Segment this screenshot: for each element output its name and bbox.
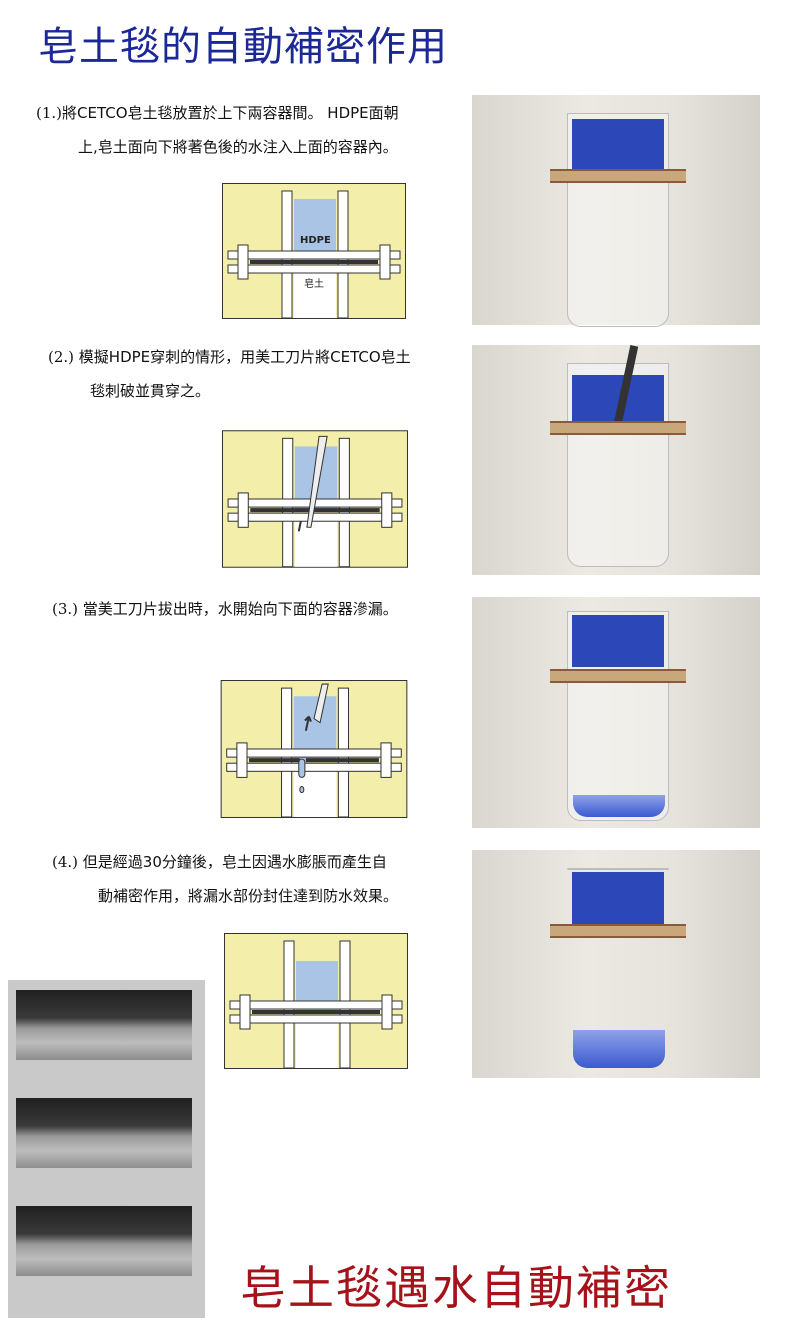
photo-step-3 [472, 597, 760, 828]
flange [550, 169, 686, 183]
container-walls [227, 190, 401, 319]
arrow-up-icon [304, 715, 312, 731]
step-number: (2.) [48, 348, 75, 366]
flange [550, 669, 686, 683]
diagram-step-2 [222, 430, 408, 568]
container-walls [229, 940, 403, 1069]
flange [550, 421, 686, 435]
diagram-step-3 [220, 680, 408, 818]
dyed-water [572, 872, 664, 924]
step-line: 毯刺破並貫穿之。 [90, 382, 211, 400]
bentonite-sample-photos [8, 980, 205, 1318]
step-number: (3.) [52, 600, 79, 618]
bentonite-label: 皂土 [304, 277, 324, 290]
photo-step-2 [472, 345, 760, 575]
dyed-water [572, 119, 664, 169]
bentonite-mat [305, 758, 379, 763]
lower-container [294, 265, 336, 318]
flange [550, 924, 686, 938]
photo-step-4 [472, 850, 760, 1078]
bottom-title: 皂土毯遇水自動補密 [240, 1261, 672, 1315]
glass-jar [567, 868, 669, 870]
sample-photo-2 [16, 1098, 192, 1168]
step-2-text: (2.) 模擬HDPE穿刺的情形，用美工刀片將CETCO皂土 毯刺破並貫穿之。 [48, 340, 411, 408]
diagram-step-4 [224, 933, 408, 1069]
step-4-text: (4.) 但是經過30分鐘後，皂土因遇水膨脹而產生自 動補密作用，將漏水部份封住… [52, 845, 398, 913]
step-line: 動補密作用，將漏水部份封住達到防水效果。 [98, 887, 399, 905]
bentonite-mat-sealed [252, 1010, 380, 1014]
leaked-water [573, 795, 665, 817]
sample-photo-3 [16, 1206, 192, 1276]
utility-blade [313, 683, 329, 724]
page-title: 皂土毯的自動補密作用 [38, 24, 448, 70]
leaked-water [573, 1030, 665, 1068]
step-line: 上,皂土面向下將著色後的水注入上面的容器內。 [78, 138, 398, 156]
diagram-step-1: HDPE 皂土 [222, 183, 406, 319]
leak-stream [298, 758, 306, 778]
step-1-text: (1.)將CETCO皂土毯放置於上下兩容器間。 HDPE面朝 上,皂土面向下將著… [36, 96, 399, 164]
step-line: 模擬HDPE穿刺的情形，用美工刀片將CETCO皂土 [78, 348, 411, 366]
step-number: (4.) [52, 853, 79, 871]
step-3-text: (3.) 當美工刀片拔出時，水開始向下面的容器滲漏。 [52, 592, 398, 626]
dyed-water [572, 615, 664, 667]
step-number: (1.) [36, 104, 63, 122]
photo-step-1 [472, 95, 760, 327]
bentonite-mat [250, 260, 378, 264]
hdpe-label: HDPE [300, 235, 331, 246]
step-line: 但是經過30分鐘後，皂土因遇水膨脹而產生自 [82, 853, 387, 871]
water-drop [299, 786, 305, 794]
arrow-icon [297, 521, 302, 532]
container-walls [226, 687, 402, 818]
step-line: 將CETCO皂土毯放置於上下兩容器間。 HDPE面朝 [62, 104, 399, 122]
sample-photo-1 [16, 990, 192, 1060]
step-line: 當美工刀片拔出時，水開始向下面的容器滲漏。 [82, 600, 398, 618]
utility-blade [306, 435, 328, 528]
bentonite-mat [250, 508, 380, 513]
